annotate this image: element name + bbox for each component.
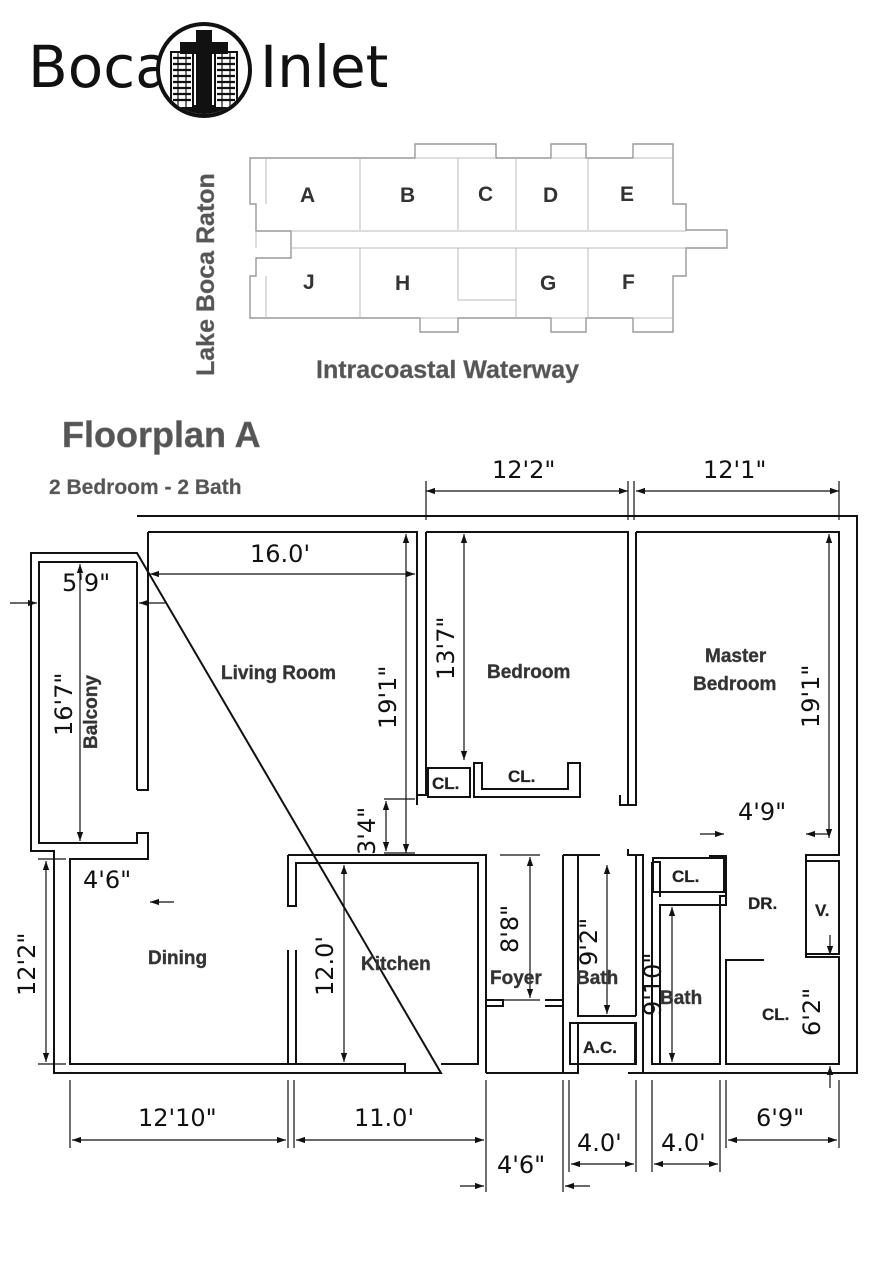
- dim-bottom-master-bath: 4.0': [661, 1129, 706, 1157]
- dressing-label: DR.: [748, 894, 777, 913]
- vanity-label: V.: [815, 901, 830, 920]
- dim-top-bedroom: 12'2": [492, 456, 555, 484]
- unit-label-g: G: [540, 272, 556, 295]
- kitchen-label: Kitchen: [361, 954, 431, 975]
- brand-header: Boca Inlet: [28, 22, 388, 118]
- ac-label: A.C.: [583, 1038, 617, 1057]
- site-key: A B C D E J H G F Lake Boca Raton Intrac…: [192, 143, 728, 384]
- dim-foyer-length: 8'8": [496, 905, 524, 953]
- site-key-outline: [249, 143, 728, 333]
- unit-label-c: C: [478, 183, 493, 206]
- dim-closet-depth: 3'4": [353, 807, 381, 855]
- bedroom-closet-label: CL.: [508, 767, 535, 786]
- brand-right-word: Inlet: [260, 33, 388, 101]
- unit-label-j: J: [303, 271, 315, 294]
- floorplan-walls: [30, 515, 858, 1074]
- dim-balcony-width: 5'9": [62, 569, 110, 597]
- master-closet-label: CL.: [762, 1005, 789, 1024]
- bedroom-label: Bedroom: [487, 662, 570, 683]
- lake-boca-raton-label: Lake Boca Raton: [192, 173, 220, 376]
- unit-label-b: B: [400, 184, 415, 207]
- dim-balcony-length: 16'7": [50, 673, 78, 736]
- floorplan-title: Floorplan A: [62, 414, 261, 455]
- intracoastal-waterway-label: Intracoastal Waterway: [316, 356, 579, 384]
- room-labels: Living Room Bedroom Master Bedroom Balco…: [81, 646, 830, 1057]
- dim-hall-bath-length: 9'2": [575, 918, 603, 966]
- master-bath-label: Bath: [660, 988, 702, 1009]
- dim-dining-length: 12'2": [13, 933, 41, 996]
- dim-bottom-kitchen: 11.0': [354, 1104, 414, 1132]
- dining-label: Dining: [148, 948, 207, 969]
- dim-top-master: 12'1": [703, 456, 766, 484]
- dim-master-length: 19'1": [797, 665, 825, 728]
- master-bedroom-label-line2: Bedroom: [693, 674, 776, 695]
- dim-bottom-hall-bath: 4.0': [577, 1129, 622, 1157]
- dim-living-width: 16.0': [250, 540, 310, 568]
- floorplan-subtitle: 2 Bedroom - 2 Bath: [49, 476, 242, 499]
- dimension-lines: [10, 481, 840, 1192]
- unit-label-a: A: [300, 184, 315, 207]
- dim-master-closet-length: 6'2": [798, 988, 826, 1036]
- unit-label-d: D: [543, 184, 558, 207]
- dim-bottom-closet: 6'9": [756, 1104, 804, 1132]
- unit-label-h: H: [395, 272, 410, 295]
- dim-kitchen-length: 12.0': [311, 936, 339, 996]
- dim-bedroom-length: 13'7": [432, 617, 460, 680]
- dim-bottom-dining: 12'10": [138, 1104, 217, 1132]
- dim-dining-offset: 4'6": [83, 866, 131, 894]
- dim-master-bath-length: 9'10": [639, 953, 667, 1016]
- master-bedroom-label-line1: Master: [705, 646, 767, 667]
- dimension-labels: 12'2" 12'1" 16.0' 5'9" 16'7" 19'1" 13'7"…: [13, 456, 826, 1179]
- foyer-label: Foyer: [490, 968, 542, 989]
- hall-bath-label: Bath: [576, 968, 618, 989]
- boca-inlet-logo: [156, 22, 252, 118]
- brand-left-word: Boca: [28, 33, 171, 101]
- dim-bottom-foyer: 4'6": [497, 1151, 545, 1179]
- unit-label-f: F: [622, 271, 635, 294]
- living-room-label: Living Room: [221, 663, 336, 684]
- dim-living-length: 19'1": [374, 666, 402, 729]
- balcony-label: Balcony: [81, 675, 102, 749]
- bedroom-small-closet-label: CL.: [432, 774, 459, 793]
- unit-label-e: E: [620, 183, 634, 206]
- hall-closet-label: CL.: [672, 867, 699, 886]
- dim-master-offset: 4'9": [738, 798, 786, 826]
